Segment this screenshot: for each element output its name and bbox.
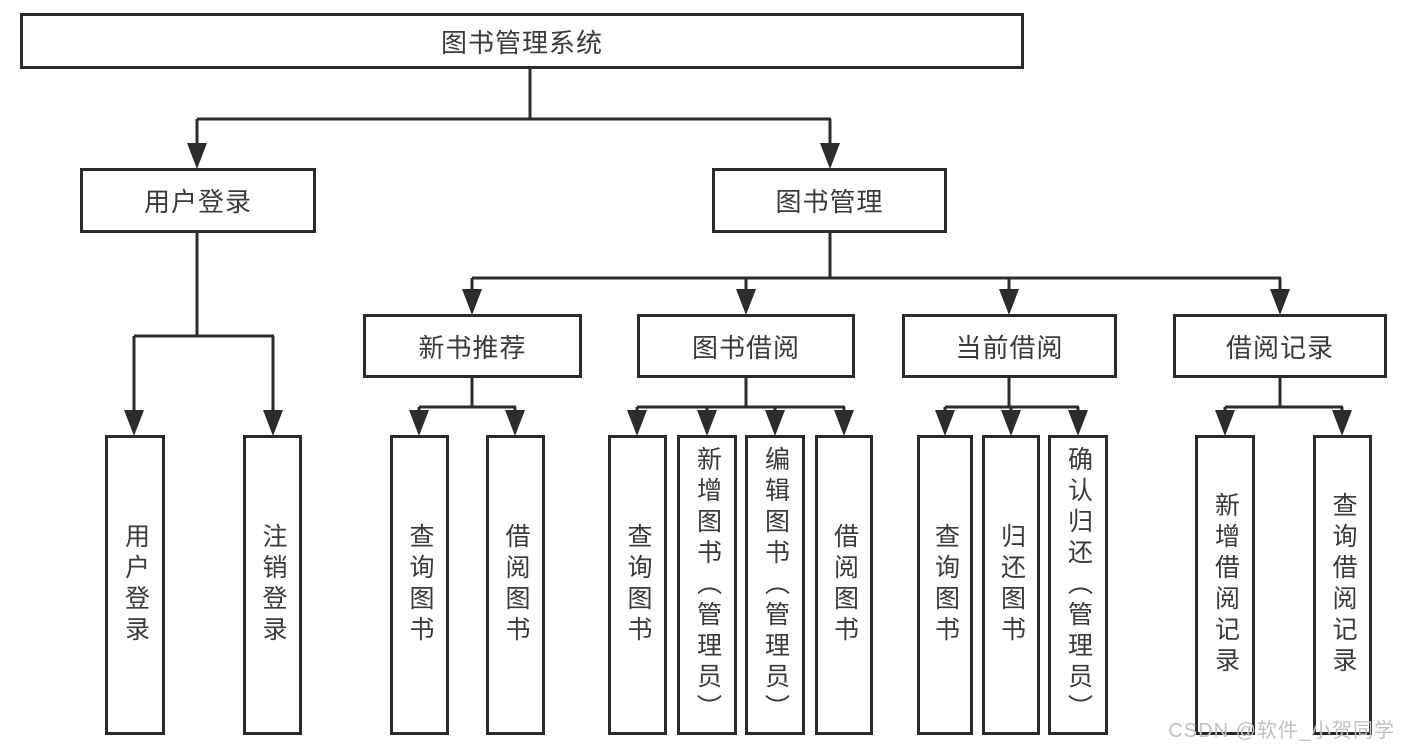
node-leaf-query-books-1-label: 查询图书 [406,523,434,647]
node-borrowing-records: 借阅记录 [1173,314,1387,378]
node-leaf-confirm-return-admin: 确认归还（管理员） [1048,435,1108,735]
node-user-login-label: 用户登录 [143,187,252,217]
node-leaf-query-books-1: 查询图书 [390,435,449,735]
node-leaf-user-login-label: 用户登录 [121,523,150,647]
node-leaf-query-borrow-record-label: 查询借阅记录 [1329,492,1357,678]
node-leaf-query-borrow-record: 查询借阅记录 [1313,435,1372,735]
node-leaf-query-books-2-label: 查询图书 [624,523,652,647]
node-leaf-logout-label: 注销登录 [259,523,287,647]
node-leaf-query-books-3: 查询图书 [917,435,973,735]
node-leaf-query-books-2: 查询图书 [608,435,667,735]
node-book-management-label: 图书管理 [775,187,884,217]
node-leaf-borrow-books-2: 借阅图书 [815,435,873,735]
node-leaf-add-books-admin-label: 新增图书（管理员） [693,445,722,725]
node-book-borrowing-label: 图书借阅 [691,332,800,363]
csdn-watermark: CSDN @软件_小贺同学 [1168,720,1395,742]
node-leaf-add-borrow-record: 新增借阅记录 [1195,435,1255,735]
node-leaf-return-books-label: 归还图书 [997,523,1026,647]
node-leaf-user-login: 用户登录 [105,435,165,735]
node-leaf-return-books: 归还图书 [982,435,1040,735]
node-book-borrowing: 图书借阅 [637,314,855,378]
node-leaf-edit-books-admin-label: 编辑图书（管理员） [761,445,790,725]
node-book-management-system-label: 图书管理系统 [440,27,603,58]
node-user-login: 用户登录 [80,168,316,233]
node-new-book-recommend: 新书推荐 [363,314,582,378]
node-current-borrowing-label: 当前借阅 [955,332,1064,363]
node-book-management-system: 图书管理系统 [20,13,1024,69]
node-current-borrowing: 当前借阅 [902,314,1117,378]
node-leaf-borrow-books-2-label: 借阅图书 [830,523,859,647]
node-book-management: 图书管理 [712,168,947,233]
node-leaf-logout: 注销登录 [243,435,302,735]
node-leaf-add-books-admin: 新增图书（管理员） [677,435,737,735]
node-leaf-add-borrow-record-label: 新增借阅记录 [1211,492,1240,678]
node-new-book-recommend-label: 新书推荐 [418,332,527,363]
node-leaf-edit-books-admin: 编辑图书（管理员） [745,435,805,735]
node-leaf-confirm-return-admin-label: 确认归还（管理员） [1064,445,1093,725]
node-leaf-borrow-books-1-label: 借阅图书 [502,523,530,647]
node-leaf-borrow-books-1: 借阅图书 [486,435,545,735]
node-leaf-query-books-3-label: 查询图书 [931,523,960,647]
node-borrowing-records-label: 借阅记录 [1225,332,1334,363]
